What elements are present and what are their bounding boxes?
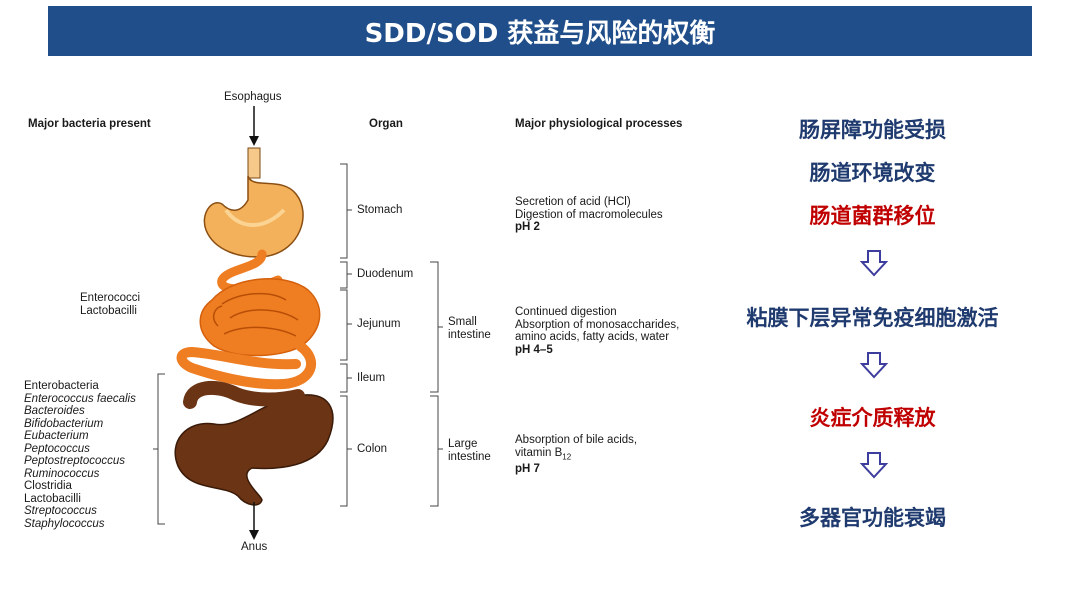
esophagus [247,147,261,179]
stomach [203,175,304,258]
organ-header: Organ [369,118,403,130]
bacteria-upper-list: Enterococci Lactobacilli [80,292,140,317]
section-small-intestine: Small intestine [448,316,491,341]
anus-label: Anus [241,541,268,553]
down-arrow-icon [859,352,889,379]
bacteria-item: Lactobacilli [24,492,81,505]
organ-jejunum: Jejunum [357,318,401,330]
esophagus-arrowhead [249,136,259,146]
organ-duodenum: Duodenum [357,268,414,280]
process-stomach: Secretion of acid (HCl) Digestion of mac… [515,196,663,233]
section-brackets [430,261,443,507]
process-small-intestine: Continued digestion Absorption of monosa… [515,306,680,356]
bacteria-item: Streptococcus [24,505,97,517]
organ-stomach: Stomach [357,204,403,216]
section-large-intestine: Large intestine [448,438,491,463]
bacteria-item: Peptococcus [24,442,90,455]
bacteria-item: Eubacterium [24,430,89,442]
bacteria-item: Enterococci [80,292,141,304]
bacteria-item: Bacteroides [24,405,85,417]
bacteria-item: Enterococcus faecalis [24,392,136,405]
colon [174,394,334,506]
cascade-step-immune-activation: 粘膜下层异常免疫细胞激活 [746,306,999,330]
title-bar: SDD/SOD 获益与风险的权衡 [48,6,1032,56]
colon-upper [183,380,305,409]
down-arrow-icon [859,452,889,479]
bacteria-item: Clostridia [24,480,72,492]
bacteria-item: Lactobacilli [80,304,137,317]
small-intestine [199,278,321,357]
bacteria-item: Enterobacteria [24,380,99,392]
bacteria-item: Peptostreptococcus [24,455,126,467]
down-arrow-icon [859,250,889,277]
anus-arrowhead [249,530,259,540]
bacteria-bracket [153,373,165,525]
ileum [176,341,316,390]
bacteria-item: Ruminococcus [24,467,100,480]
slide-title: SDD/SOD 获益与风险的权衡 [364,18,716,49]
cascade-step-inflammatory-release: 炎症介质释放 [809,406,936,430]
organ-ileum: Ileum [357,372,386,384]
cascade-step-organ-failure: 多器官功能衰竭 [799,506,946,530]
cascade-step-bacterial-translocation: 肠道菌群移位 [809,204,936,228]
organ-colon: Colon [357,443,388,455]
organ-brackets [340,163,352,507]
bacteria-header: Major bacteria present [28,118,151,130]
process-large-intestine: Absorption of bile acids, vitamin B12 pH… [515,434,638,476]
processes-header: Major physiological processes [515,118,683,130]
bacteria-item: Staphylococcus [24,517,105,530]
cascade-step-environment-change: 肠道环境改变 [809,161,936,185]
cascade-step-barrier-damage: 肠屏障功能受损 [799,118,946,142]
bacteria-item: Bifidobacterium [24,417,104,430]
esophagus-label: Esophagus [224,91,282,103]
